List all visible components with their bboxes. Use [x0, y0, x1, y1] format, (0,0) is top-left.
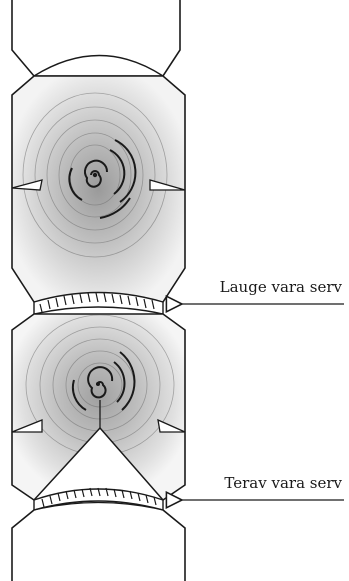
- lower-notch-callout: Terav vara serv: [182, 474, 344, 500]
- lower-block: [12, 314, 185, 500]
- upper-block: [12, 76, 185, 302]
- top-stub-segment: [12, 0, 180, 76]
- upper-notch-label: Lauge vara serv: [220, 278, 343, 296]
- upper-notch-callout: Lauge vara serv: [182, 278, 344, 304]
- bottom-stub-segment: [12, 503, 185, 581]
- lower-notch-label: Terav vara serv: [224, 474, 342, 492]
